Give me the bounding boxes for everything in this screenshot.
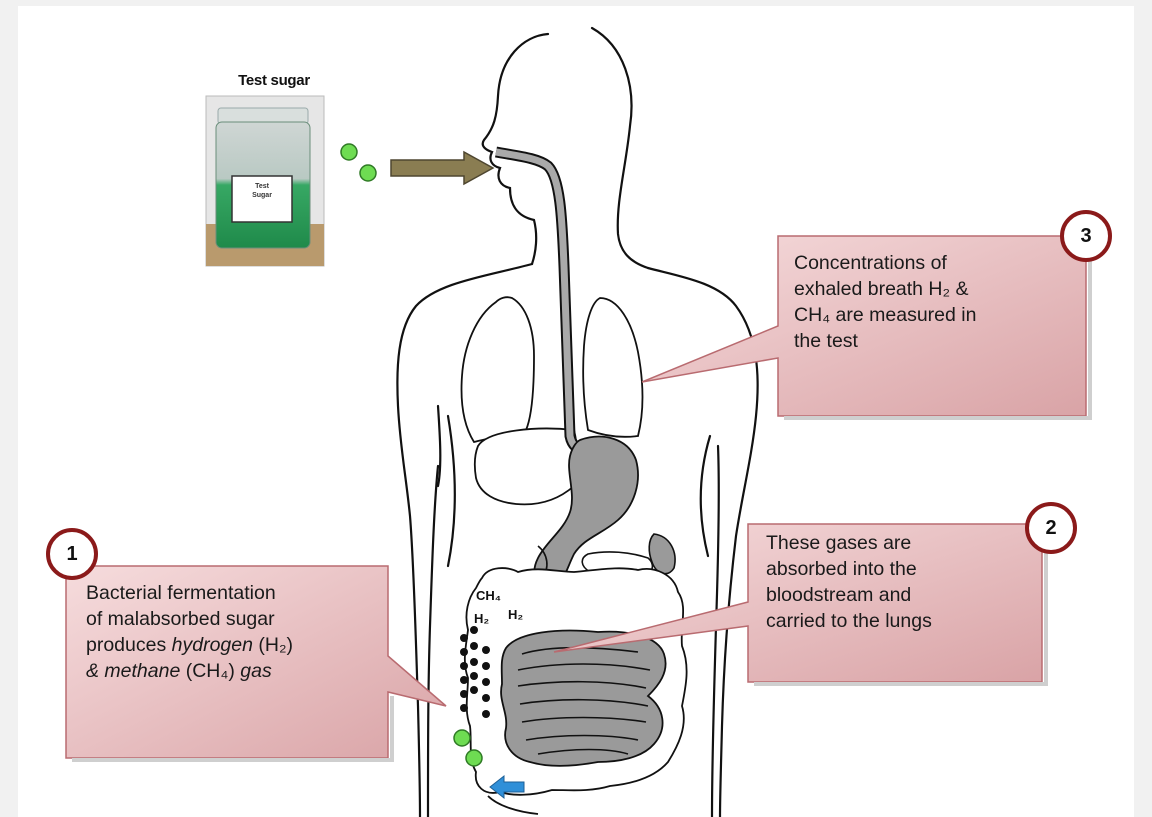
- callout-1-text: Bacterial fermentation of malabsorbed su…: [86, 580, 293, 684]
- callout-1-line-4-gas: gas: [240, 660, 271, 682]
- callout-3-text: Concentrations of exhaled breath H₂ & CH…: [794, 250, 976, 354]
- callout-3-line-3: CH₄ are measured in: [794, 302, 976, 328]
- callout-1-line-4-methane: & methane: [86, 660, 180, 682]
- callout-1-line-3a: produces: [86, 634, 172, 656]
- liver: [475, 429, 577, 505]
- test-sugar-title: Test sugar: [214, 72, 334, 89]
- sugar-molecule-4: [466, 750, 482, 766]
- callout-1-line-4: & methane (CH₄) gas: [86, 658, 293, 684]
- callout-2-line-2: absorbed into the: [766, 556, 932, 582]
- step-number-1: 1: [46, 528, 98, 580]
- callout-2-line-3: bloodstream and: [766, 582, 932, 608]
- jar-label-line2: Sugar: [232, 191, 292, 200]
- diagram-panel: Test sugar Test Sugar CH₄ H₂ H₂ 1 2 3 Ba…: [18, 6, 1134, 817]
- jar-label-line1: Test: [232, 182, 292, 191]
- callout-2-line-1: These gases are: [766, 530, 932, 556]
- gas-label-ch4: CH₄: [476, 588, 501, 603]
- callout-1-line-3c: (H₂): [253, 634, 293, 656]
- step-number-3: 3: [1060, 210, 1112, 262]
- test-sugar-jar-photo: [206, 96, 324, 266]
- gas-label-h2-left: H₂: [474, 611, 489, 626]
- sugar-molecule-2: [360, 165, 376, 181]
- small-intestine: [501, 631, 666, 766]
- callout-3-line-1: Concentrations of: [794, 250, 976, 276]
- callout-1-line-3-hydrogen: hydrogen: [172, 634, 253, 656]
- sugar-molecule-1: [341, 144, 357, 160]
- callout-1-line-2: of malabsorbed sugar: [86, 606, 293, 632]
- callout-1-line-4b: (CH₄): [180, 660, 240, 682]
- callout-2-line-4: carried to the lungs: [766, 608, 932, 634]
- jar-label: Test Sugar: [232, 182, 292, 200]
- callout-1-line-1: Bacterial fermentation: [86, 580, 293, 606]
- callout-3-line-4: the test: [794, 328, 976, 354]
- callout-1-line-3: produces hydrogen (H₂): [86, 632, 293, 658]
- diagram-canvas: [18, 6, 1134, 817]
- callout-2-text: These gases are absorbed into the bloods…: [766, 530, 932, 634]
- step-number-2: 2: [1025, 502, 1077, 554]
- gas-label-h2-right: H₂: [508, 607, 523, 622]
- ingestion-arrow: [391, 152, 493, 184]
- sugar-molecule-3: [454, 730, 470, 746]
- callout-3-line-2: exhaled breath H₂ &: [794, 276, 976, 302]
- lungs: [462, 297, 643, 442]
